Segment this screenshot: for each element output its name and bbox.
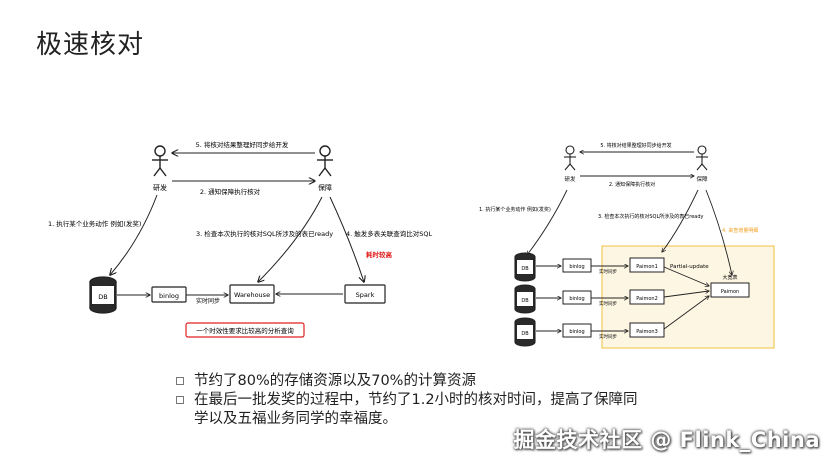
- left-binlog-label: binlog: [159, 292, 179, 300]
- bullet-square-icon: [176, 396, 184, 404]
- watermark: 掘金技术社区 @ Flink_China: [513, 428, 820, 452]
- right-paimon-box: [710, 282, 750, 298]
- right-actor-qa-label: 保障: [696, 175, 708, 183]
- bullet-text: 在最后一批发奖的过程中，节约了1.2小时的核对时间，提高了保障同学以及五福业务同…: [194, 392, 638, 427]
- right-db1-label: DB: [521, 266, 529, 272]
- left-arrow-trigger: [329, 196, 364, 282]
- left-msg-sync-back: 5. 将核对结果整理好同步给开发: [196, 140, 289, 149]
- right-arrow-check: [662, 189, 699, 252]
- right-paimon1-box: [629, 257, 665, 273]
- right-diagram: 研发 保障 5. 将核对结果整理好同步给开发 2. 通知保障执行核对 1. 执行…: [479, 142, 775, 349]
- right-binlog3-label: binlog: [569, 329, 584, 335]
- left-arrow-business: [110, 194, 158, 275]
- right-paimon2-label: Paimon2: [636, 296, 658, 302]
- right-msg-check: 3. 检查本次执行的核对SQL所涉及的表已ready: [598, 213, 704, 220]
- left-arrow-check: [258, 196, 323, 282]
- right-binlog2-label: binlog: [569, 296, 584, 302]
- right-db3-icon: [514, 317, 536, 347]
- right-arrow-incremental: [705, 189, 732, 275]
- right-msg-business: 1. 执行某个业务动作 例如(发奖): [479, 206, 551, 213]
- right-partial-update-label: Partial-update: [670, 264, 709, 270]
- right-sync3-label: 实时同步: [599, 333, 617, 340]
- left-msg-business: 1. 执行某个业务动作 例如(发奖): [48, 219, 141, 228]
- right-arrow-paimon3-merge: [663, 296, 709, 330]
- right-paimon-label: Paimon: [721, 289, 739, 295]
- right-msg-sync-back: 5. 将核对结果整理好同步给开发: [600, 142, 671, 149]
- right-db2-label: DB: [521, 298, 529, 304]
- right-binlog2-box: [562, 290, 592, 305]
- right-actor-qa-icon: [696, 145, 708, 171]
- right-wide-table-label: 大宽表: [722, 274, 737, 281]
- left-time-cost: 耗时较高: [366, 250, 393, 259]
- right-arrow-paimon1-merge: [663, 266, 709, 286]
- right-actor-dev-icon: [564, 145, 576, 171]
- right-sync1-label: 实时同步: [599, 268, 617, 275]
- left-warehouse-box: [229, 284, 275, 304]
- left-actor-qa-label: 保障: [318, 183, 332, 192]
- slide-title: 极速核对: [36, 30, 145, 60]
- left-db-icon: [89, 276, 117, 314]
- left-sync-label: 实时同步: [196, 297, 220, 305]
- bullet-item: 节约了80%的存储资源以及70%的计算资源: [176, 372, 646, 391]
- left-spark-box: [344, 284, 386, 304]
- right-sync2-label: 实时同步: [599, 300, 617, 307]
- right-binlog3-box: [562, 323, 592, 338]
- left-diagram: 研发 保障 5. 将核对结果整理好同步给开发 2. 通知保障执行核对 1. 执行…: [48, 140, 433, 338]
- left-msg-check: 3. 检查本次执行的核对SQL所涉及的表已ready: [196, 229, 333, 238]
- right-db2-icon: [514, 284, 536, 314]
- left-warehouse-label: Warehouse: [234, 291, 270, 299]
- right-binlog1-box: [562, 258, 592, 273]
- bullet-square-icon: [176, 377, 184, 385]
- left-msg-trigger: 4. 触发多表关联查询比对SQL: [346, 229, 433, 238]
- actor-qa-icon: [317, 145, 333, 177]
- right-actor-dev-label: 研发: [564, 175, 576, 183]
- left-actor-dev-label: 研发: [153, 183, 167, 192]
- left-msg-notify: 2. 通知保障执行核对: [200, 187, 261, 196]
- bullet-list: 节约了80%的存储资源以及70%的计算资源 在最后一批发奖的过程中，节约了1.2…: [176, 372, 646, 429]
- right-arrow-business: [527, 189, 568, 255]
- bullet-text: 节约了80%的存储资源以及70%的计算资源: [194, 373, 476, 389]
- right-binlog1-label: binlog: [569, 264, 584, 270]
- bullet-item: 在最后一批发奖的过程中，节约了1.2小时的核对时间，提高了保障同学以及五福业务同…: [176, 391, 646, 429]
- right-db3-label: DB: [521, 331, 529, 337]
- right-paimon3-box: [629, 322, 665, 338]
- left-spark-label: Spark: [356, 291, 375, 299]
- right-paimon3-label: Paimon3: [636, 329, 658, 335]
- left-db-label: DB: [98, 293, 107, 301]
- right-msg-incremental: 4. 来查增量明细: [722, 227, 758, 234]
- right-paimon1-label: Paimon1: [636, 264, 658, 270]
- actor-dev-icon: [152, 145, 168, 177]
- left-bottleneck-label: 一个时效性要求比较高的分析查询: [196, 326, 294, 335]
- left-bottleneck-box: [185, 322, 305, 338]
- right-db1-icon: [514, 252, 536, 282]
- right-msg-notify: 2. 通知保障执行核对: [609, 181, 655, 188]
- right-arrow-paimon2-merge: [663, 291, 709, 298]
